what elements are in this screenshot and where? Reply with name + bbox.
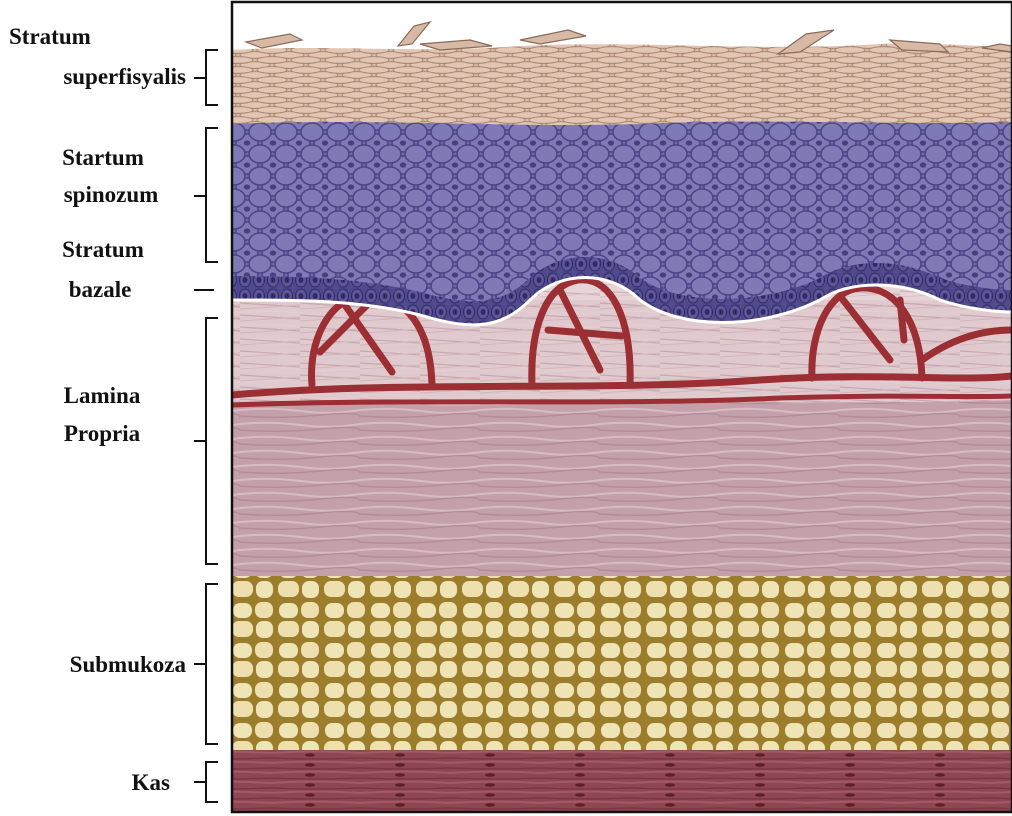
layer-kas [232, 748, 1012, 814]
label-kas: Kas [132, 770, 170, 795]
layer-labels: Stratum superfisyalis Startum spinozum S… [9, 24, 186, 795]
label-lamina-propria-1: Lamina [64, 383, 141, 408]
bracket-kas [194, 762, 218, 802]
bracket-startum-spinozum [194, 128, 218, 262]
label-stratum-superfisyalis-1: Stratum [9, 24, 91, 49]
bracket-submukoza [194, 584, 218, 744]
layer-submukoza [232, 572, 1012, 750]
tissue-illustration [232, 2, 1012, 814]
label-stratum-superfisyalis-2: superfisyalis [63, 64, 186, 89]
bracket-lamina-propria [194, 318, 218, 564]
bracket-stratum-superfisyalis [194, 50, 218, 105]
label-startum-spinozum-2: spinozum [64, 182, 159, 207]
label-stratum-bazale-1: Stratum [62, 237, 144, 262]
label-submukoza: Submukoza [70, 652, 187, 677]
label-startum-spinozum-1: Startum [62, 145, 144, 170]
layer-brackets [194, 50, 218, 802]
layer-stratum-superfisyalis [232, 44, 1012, 125]
label-stratum-bazale-2: bazale [69, 277, 132, 302]
label-lamina-propria-2: Propria [64, 421, 141, 446]
